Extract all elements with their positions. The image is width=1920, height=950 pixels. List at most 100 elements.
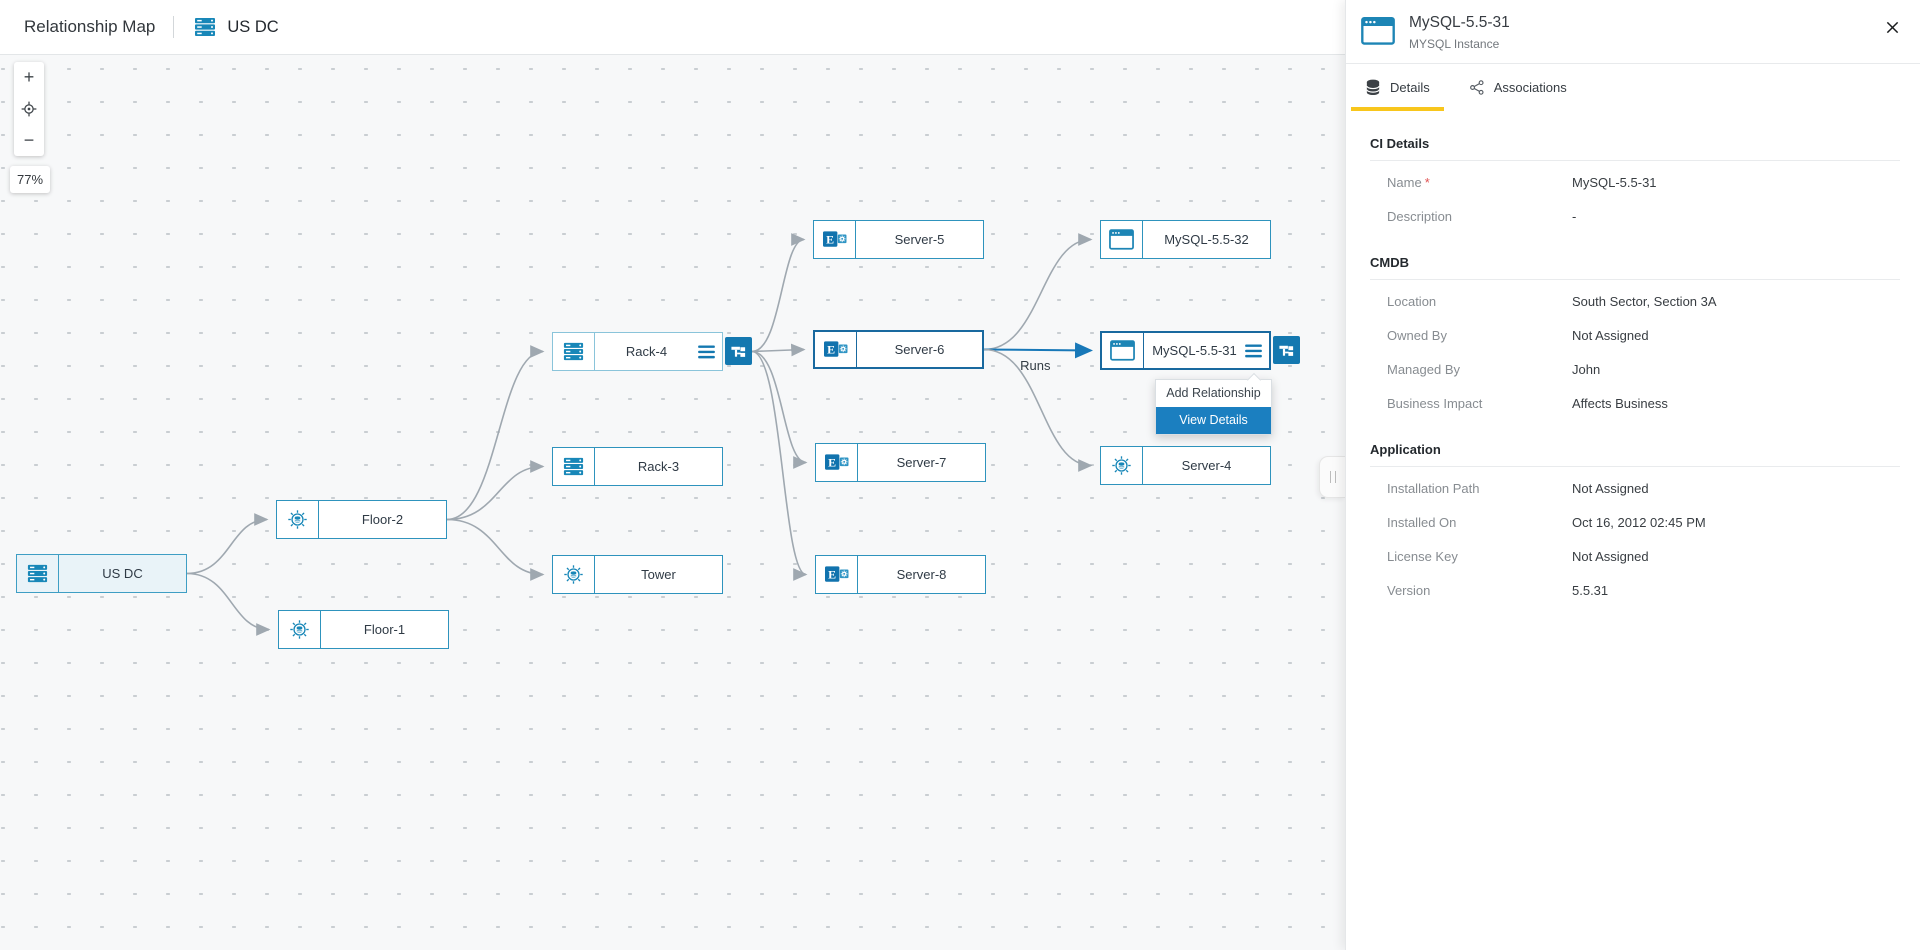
edge-server-6-mysql-5-5-32: [983, 233, 1093, 351]
relationship-edges: [186, 233, 1093, 636]
breadcrumb: US DC: [192, 15, 279, 39]
node-floor-2[interactable]: Floor-2: [276, 500, 447, 539]
field-row: Description -: [1370, 199, 1900, 233]
context-menu-item[interactable]: Add Relationship: [1166, 386, 1261, 400]
top-bar: Relationship Map US DC: [0, 0, 1345, 55]
grip-icon: [1329, 471, 1336, 483]
node-label: MySQL-5.5-32: [1164, 232, 1249, 247]
svg-text:E: E: [828, 456, 836, 470]
field-value: Affects Business: [1572, 395, 1668, 411]
expand-tree-button[interactable]: [725, 337, 752, 365]
node-label: Server-7: [896, 455, 947, 470]
edge-floor-2-tower: [446, 518, 545, 581]
field-value: MySQL-5.5-31: [1572, 174, 1657, 190]
edge-floor-2-rack-4: [446, 345, 545, 521]
field-label: Managed By: [1387, 361, 1460, 377]
field-value: Oct 16, 2012 02:45 PM: [1572, 514, 1706, 530]
node-tower[interactable]: Tower: [552, 555, 723, 594]
details-panel: MySQL-5.5-31 MYSQL Instance Details Asso…: [1345, 0, 1920, 950]
svg-text:E: E: [827, 343, 835, 357]
tab-label: Associations: [1493, 80, 1567, 95]
field-row: Location South Sector, Section 3A: [1370, 284, 1900, 318]
node-server-6[interactable]: E Server-6: [813, 330, 984, 369]
panel-section: Application Installation Path Not Assign…: [1370, 442, 1900, 607]
panel-resize-handle[interactable]: [1319, 456, 1345, 498]
breadcrumb-separator: [173, 16, 175, 38]
node-type-icon: [1102, 333, 1144, 368]
node-rack-3[interactable]: Rack-3: [552, 447, 723, 486]
node-type-icon: [277, 501, 319, 538]
node-type-icon: [553, 448, 595, 485]
expand-tree-button[interactable]: [1273, 336, 1300, 364]
svg-text:E: E: [828, 568, 836, 582]
zoom-in-button[interactable]: +: [23, 67, 35, 88]
field-row: License Key Not Assigned: [1370, 539, 1900, 573]
node-label: Floor-1: [363, 622, 406, 637]
node-label: US DC: [102, 566, 143, 581]
node-floor-1[interactable]: Floor-1: [278, 610, 449, 649]
tab-details[interactable]: Details: [1351, 64, 1444, 111]
node-mysql-5-5-31[interactable]: MySQL-5.5-31: [1100, 331, 1271, 370]
node-label: Rack-3: [637, 459, 680, 474]
node-type-icon: E: [815, 332, 857, 367]
node-us-dc[interactable]: US DC: [16, 554, 187, 593]
node-type-icon: E: [814, 221, 856, 258]
field-row: Version 5.5.31: [1370, 573, 1900, 607]
associations-icon: [1469, 79, 1485, 96]
field-value: 5.5.31: [1572, 582, 1609, 598]
node-mysql-5-5-32[interactable]: MySQL-5.5-32: [1100, 220, 1271, 259]
node-server-4[interactable]: Server-4: [1100, 446, 1271, 485]
node-server-7[interactable]: E Server-7: [815, 443, 986, 482]
field-label: Version: [1387, 582, 1431, 598]
node-menu-icon[interactable]: [698, 345, 715, 358]
field-value: -: [1572, 208, 1577, 224]
divider: [1370, 160, 1900, 161]
node-server-8[interactable]: E Server-8: [815, 555, 986, 594]
field-row: Installation Path Not Assigned: [1370, 471, 1900, 505]
node-type-icon: E: [816, 444, 858, 481]
database-icon: [1365, 79, 1381, 96]
field-label: Business Impact: [1387, 395, 1483, 411]
panel-tabs: Details Associations: [1346, 63, 1920, 111]
node-menu-icon[interactable]: [1245, 344, 1262, 357]
node-type-icon: [1101, 447, 1143, 484]
field-label: Owned By: [1387, 327, 1447, 343]
node-rack-4[interactable]: Rack-4: [552, 332, 723, 371]
zoom-out-button[interactable]: −: [23, 129, 35, 150]
edge-server-6-mysql-5-5-31: [983, 342, 1093, 359]
svg-text:E: E: [826, 233, 834, 247]
relationship-map-canvas[interactable]: US DC Floor-2 Floor-1 Rack-4 Rack-3 Towe…: [0, 0, 1345, 950]
server-rack-icon: [192, 15, 218, 39]
node-label: MySQL-5.5-31: [1152, 343, 1237, 358]
context-menu-item[interactable]: View Details: [1156, 407, 1271, 434]
field-value: Not Assigned: [1572, 548, 1649, 564]
node-type-icon: [1101, 221, 1143, 258]
page-title: Relationship Map: [24, 17, 156, 36]
locate-button[interactable]: [14, 95, 44, 123]
field-value: Not Assigned: [1572, 327, 1649, 343]
node-label: Floor-2: [361, 512, 404, 527]
edge-us-dc-floor-2: [186, 513, 269, 575]
close-icon[interactable]: [1885, 20, 1900, 35]
panel-section: CI Details Name* MySQL-5.5-31 Descriptio…: [1370, 136, 1900, 233]
tab-associations[interactable]: Associations: [1455, 64, 1581, 111]
node-server-5[interactable]: E Server-5: [813, 220, 984, 259]
edge-label: Runs: [1020, 357, 1051, 373]
panel-body: CI Details Name* MySQL-5.5-31 Descriptio…: [1346, 136, 1920, 607]
panel-subtitle: MYSQL Instance: [1409, 37, 1500, 51]
field-row: Installed On Oct 16, 2012 02:45 PM: [1370, 505, 1900, 539]
edge-us-dc-floor-1: [186, 572, 271, 636]
panel-title: MySQL-5.5-31: [1409, 14, 1510, 31]
edge-rack-4-server-5: [751, 233, 806, 353]
divider: [1370, 279, 1900, 280]
field-row: Owned By Not Assigned: [1370, 318, 1900, 352]
field-label: Installed On: [1387, 514, 1457, 530]
node-label: Tower: [641, 567, 676, 582]
field-value: South Sector, Section 3A: [1572, 293, 1717, 309]
section-title: Application: [1370, 442, 1441, 457]
edge-rack-4-server-6: [751, 343, 806, 357]
field-label: Name*: [1387, 174, 1430, 190]
required-asterisk: *: [1424, 174, 1430, 190]
field-label: License Key: [1387, 548, 1458, 564]
divider: [1370, 466, 1900, 467]
